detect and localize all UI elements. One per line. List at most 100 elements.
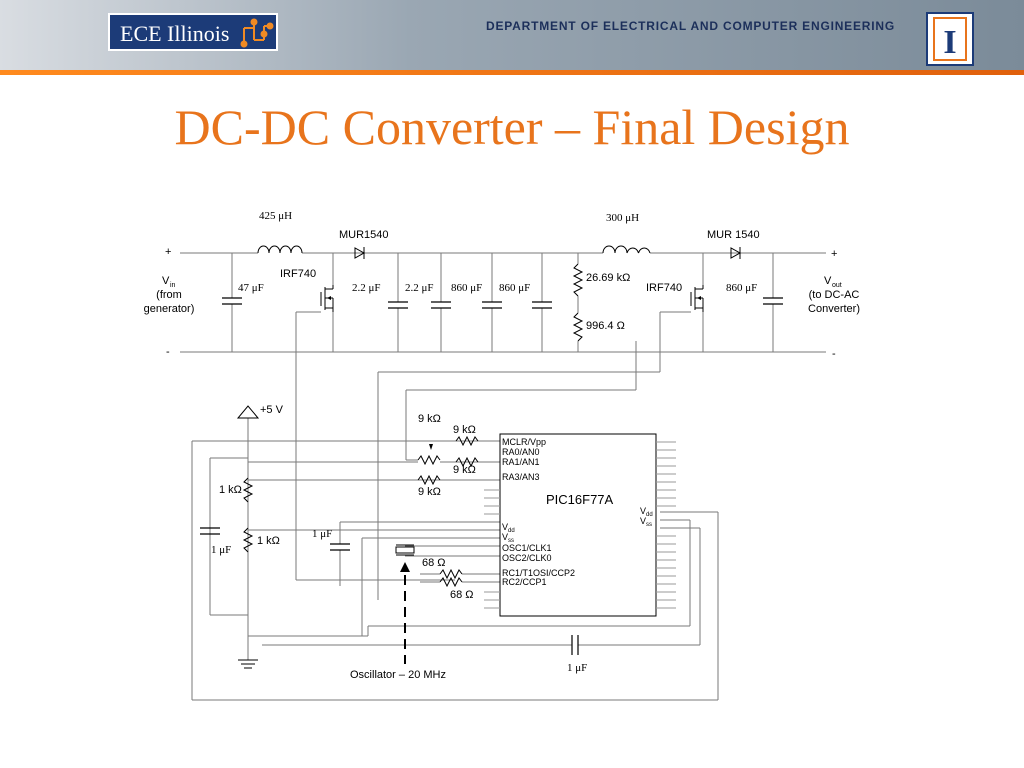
resistor-9k-3 [455, 456, 479, 468]
cap-a-label: 2.2 μF [352, 282, 381, 294]
pot-arrow-icon [429, 444, 433, 450]
diode-mur-1540-out [730, 247, 742, 259]
pin-vdd-left: V dd [502, 522, 515, 534]
r-9k-1-label: 9 kΩ [418, 413, 441, 425]
pin-vss-left: V ss [502, 532, 514, 544]
svg-text:out: out [832, 282, 842, 289]
pin-ra3: RA3/AN3 [502, 472, 540, 482]
ground-icon [238, 659, 258, 669]
resistor-1k-2 [242, 527, 254, 553]
svg-text:ss: ss [646, 522, 652, 528]
r-1k-1-label: 1 kΩ [219, 484, 242, 496]
cap-c-label: 860 μF [451, 282, 482, 294]
control-wiring [191, 311, 719, 701]
svg-text:dd: dd [508, 528, 515, 534]
pic16f77a-chip [484, 433, 676, 617]
supply-label: +5 V [260, 404, 284, 416]
resistor-9k-1 [417, 454, 441, 466]
cap-d-label: 860 μF [499, 282, 530, 294]
slide-title: DC-DC Converter – Final Design [174, 99, 850, 155]
svg-text:V: V [502, 532, 508, 542]
logo-text: ECE Illinois [120, 21, 230, 46]
header-stripe [0, 70, 1024, 75]
pin-vdd-right: V dd [640, 506, 653, 518]
resistor-68-1 [439, 568, 463, 580]
cap-2-2uf-b [431, 301, 451, 309]
r-bottom-label: 996.4 Ω [586, 320, 625, 332]
minus-left: - [166, 346, 170, 358]
mosfet2-label: IRF740 [646, 282, 682, 294]
inductor2-label: 300 μH [606, 212, 639, 224]
department-name: DEPARTMENT OF ELECTRICAL AND COMPUTER EN… [486, 19, 895, 33]
cap-1uf-bypass [200, 527, 220, 535]
cap-860uf-b [532, 301, 552, 309]
pin-osc1: OSC1/CLK1 [502, 543, 552, 553]
resistor-9k-4 [417, 474, 441, 486]
resistor-68-2 [439, 576, 463, 588]
svg-text:ss: ss [508, 538, 514, 544]
cap-47uf [222, 297, 242, 305]
pin-ra0: RA0/AN0 [502, 447, 540, 457]
r-1k-2-label: 1 kΩ [257, 535, 280, 547]
seal-letter: I [943, 24, 956, 61]
inductor-300uh [602, 245, 651, 254]
svg-text:V: V [640, 506, 646, 516]
cap-2-2uf-a [388, 301, 408, 309]
r-9k-4-label: 9 kΩ [418, 486, 441, 498]
pin-rc2: RC2/CCP1 [502, 577, 547, 587]
svg-text:Converter): Converter) [808, 303, 860, 315]
r-top-label: 26.69 kΩ [586, 272, 630, 284]
diode-mur1540 [354, 247, 366, 259]
pin-osc2: OSC2/CLK0 [502, 553, 552, 563]
supply-5v-arrow-icon [236, 405, 260, 419]
inductor1-label: 425 μH [259, 210, 292, 222]
resistor-26-69k [572, 263, 584, 297]
svg-text:(to DC-AC: (to DC-AC [809, 289, 860, 301]
diode2-label: MUR 1540 [707, 229, 760, 241]
c-1u-3-label: 1 μF [567, 662, 587, 674]
svg-text:V: V [640, 516, 646, 526]
r-9k-3-label: 9 kΩ [453, 464, 476, 476]
chip-name: PIC16F77A [546, 492, 614, 507]
circuit-logo-icon [240, 18, 274, 48]
svg-text:V: V [502, 522, 508, 532]
mosfet-irf740-1 [320, 285, 334, 312]
c-1u-2-label: 1 μF [312, 528, 332, 540]
oscillator-label: Oscillator – 20 MHz [350, 669, 446, 681]
illinois-seal-icon: I [926, 12, 974, 66]
c-1u-1-label: 1 μF [211, 544, 231, 556]
svg-text:V: V [824, 275, 832, 287]
crystal-oscillator-icon [395, 544, 415, 556]
vout-label: V out (to DC-AC Converter) [808, 275, 860, 315]
pin-rc1: RC1/T1OSI/CCP2 [502, 568, 575, 578]
resistor-996-4 [572, 312, 584, 342]
mosfet1-label: IRF740 [280, 268, 316, 280]
cap-b-label: 2.2 μF [405, 282, 434, 294]
plus-left: + [165, 246, 171, 258]
cap-out-label: 860 μF [726, 282, 757, 294]
cap-860uf-out [763, 297, 783, 305]
cap-1uf-out [571, 635, 579, 655]
oscillator-arrow-icon [400, 562, 410, 572]
plus-right: + [831, 248, 837, 260]
svg-text:V: V [162, 275, 170, 287]
cap-in-label: 47 μF [238, 282, 264, 294]
vin-label: V in (from generator) [144, 275, 195, 315]
svg-text:dd: dd [646, 512, 653, 518]
pin-vss-right: V ss [640, 516, 652, 528]
svg-text:generator): generator) [144, 303, 195, 315]
pin-ra1: RA1/AN1 [502, 457, 540, 467]
resistor-1k-1 [242, 477, 254, 503]
resistor-9k-2 [455, 435, 479, 447]
r-68-2-label: 68 Ω [450, 589, 474, 601]
pin-mclr: MCLR/Vpp [502, 437, 546, 447]
cap-1uf-mid [330, 543, 350, 551]
power-rails [180, 252, 826, 353]
r-9k-2-label: 9 kΩ [453, 424, 476, 436]
svg-text:in: in [170, 282, 176, 289]
svg-text:(from: (from [156, 289, 182, 301]
minus-right: - [832, 348, 836, 360]
inductor-425uh [257, 245, 303, 254]
diode1-label: MUR1540 [339, 229, 389, 241]
